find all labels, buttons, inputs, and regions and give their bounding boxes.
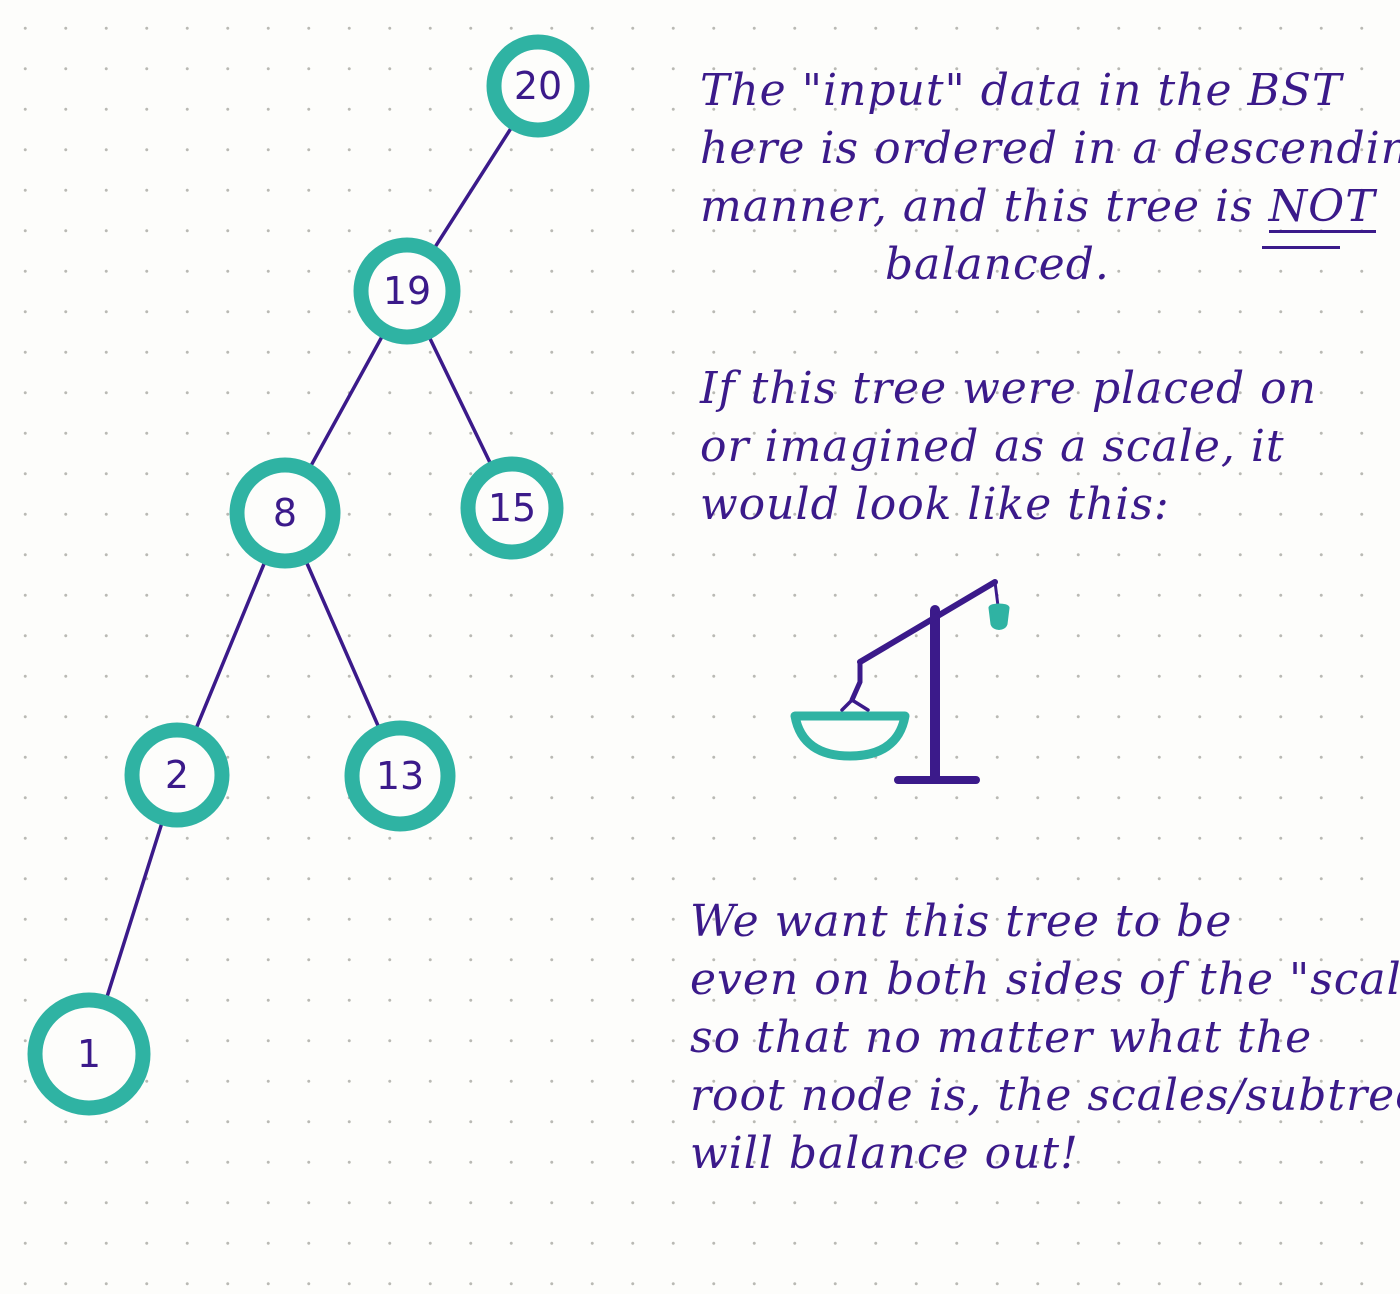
tree-node-19: 19 — [353, 237, 461, 345]
tree-node-label: 13 — [376, 754, 424, 798]
tree-edge-20-19 — [433, 126, 513, 249]
note-line: The "input" data in the BST — [700, 65, 1343, 116]
tree-nodes: 20 19 8 15 2 13 1 — [27, 34, 590, 1116]
tree-node-label: 20 — [514, 64, 562, 108]
tree-node-circle — [353, 237, 461, 345]
note-line: or imagined as a scale, it — [700, 421, 1285, 472]
note-line: will balance out! — [690, 1128, 1079, 1179]
tree-node-8: 8 — [229, 457, 341, 569]
tree-edges — [105, 126, 513, 999]
tree-edge-8-2 — [194, 561, 267, 730]
emphasis-double-underline — [1262, 246, 1340, 249]
tree-node-label: 1 — [77, 1032, 101, 1076]
tree-node-15: 15 — [460, 456, 564, 560]
note-scale-analogy: If this tree were placed on or imagined … — [700, 360, 1317, 534]
tree-edge-8-13 — [304, 560, 381, 729]
note-balance-goal: We want this tree to be even on both sid… — [690, 893, 1400, 1183]
tipped-scale-illustration — [790, 579, 1010, 784]
emphasis-not: NOT — [1268, 181, 1376, 233]
note-line: so that no matter what the — [690, 1012, 1313, 1063]
tree-node-circle — [124, 722, 230, 828]
tree-node-20: 20 — [486, 34, 590, 138]
note-text: manner, and this tree is — [700, 181, 1269, 232]
binary-search-tree-diagram: 20 19 8 15 2 13 1 — [27, 34, 590, 1116]
tree-node-circle — [229, 457, 341, 569]
note-line: root node is, the scales/subtrees — [690, 1070, 1400, 1121]
tree-node-1: 1 — [27, 992, 151, 1116]
note-line: manner, and this tree is NOT — [700, 178, 1400, 236]
note-line: balanced. — [885, 239, 1110, 290]
note-unbalanced-tree: The "input" data in the BST here is orde… — [700, 62, 1400, 294]
tree-node-label: 15 — [488, 486, 536, 530]
tree-node-13: 13 — [344, 720, 456, 832]
note-line: If this tree were placed on — [700, 363, 1317, 414]
tree-node-2: 2 — [124, 722, 230, 828]
tree-node-circle — [344, 720, 456, 832]
note-line: We want this tree to be — [690, 896, 1233, 947]
tree-node-circle — [460, 456, 564, 560]
tree-edge-19-15 — [427, 336, 492, 465]
note-line: even on both sides of the "scale", — [690, 954, 1400, 1005]
tree-node-circle — [486, 34, 590, 138]
tree-edge-19-8 — [309, 334, 384, 468]
tree-node-circle — [27, 992, 151, 1116]
tree-node-label: 2 — [165, 753, 189, 797]
tree-node-label: 19 — [383, 269, 431, 313]
note-line: would look like this: — [700, 479, 1170, 530]
tree-edge-2-1 — [105, 821, 164, 999]
tree-node-label: 8 — [273, 491, 297, 535]
note-line: here is ordered in a descending — [700, 123, 1400, 174]
